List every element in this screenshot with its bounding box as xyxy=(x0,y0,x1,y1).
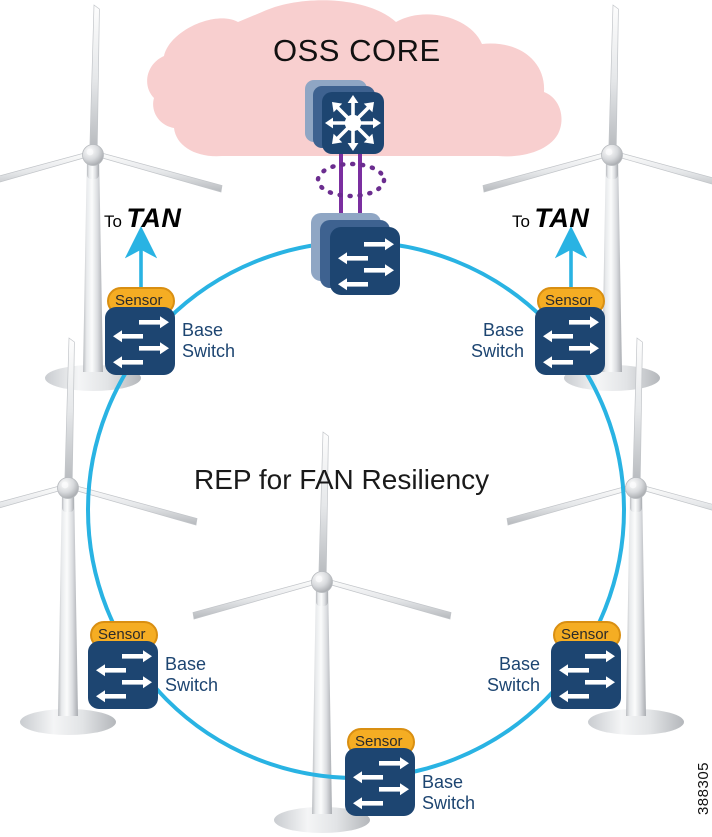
node-bottom-right[interactable] xyxy=(551,621,621,709)
turbine-bottom-center xyxy=(192,431,452,833)
node-top-left[interactable] xyxy=(105,287,175,375)
sensor-label-top-left: Sensor xyxy=(115,292,163,309)
turbine-mid-left xyxy=(0,337,198,735)
figure-id: 388305 xyxy=(694,761,712,816)
switch-icon xyxy=(338,238,394,291)
sensor-label-bottom-center: Sensor xyxy=(355,733,403,750)
sensor-label-top-right: Sensor xyxy=(545,292,593,309)
sensor-label-bottom-right: Sensor xyxy=(561,626,609,643)
turbine-mid-right xyxy=(506,337,712,735)
switch-icon xyxy=(96,650,152,703)
node-bottom-left[interactable] xyxy=(88,621,158,709)
switch-icon xyxy=(543,316,599,369)
oss-core-cloud xyxy=(147,0,562,157)
node-top-right[interactable] xyxy=(535,287,605,375)
node-bottom-center[interactable] xyxy=(345,728,415,816)
core-router[interactable] xyxy=(305,80,384,154)
sensor-label-bottom-left: Sensor xyxy=(98,626,146,643)
switch-icon xyxy=(353,757,409,810)
switch-icon xyxy=(559,650,615,703)
switch-icon xyxy=(113,316,169,369)
aggregation-switch[interactable] xyxy=(311,213,400,295)
